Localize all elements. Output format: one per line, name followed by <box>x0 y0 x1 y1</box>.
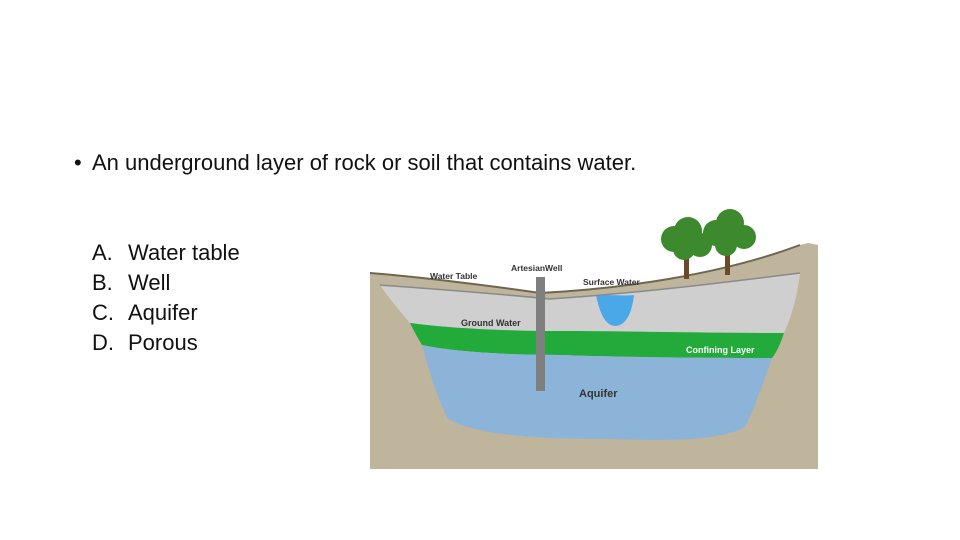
option-letter: D. <box>92 330 114 355</box>
label-water-table: Water Table <box>430 271 478 281</box>
question-text: An underground layer of rock or soil tha… <box>92 150 637 175</box>
aquifer-layer <box>422 345 772 440</box>
option-text: Water table <box>128 240 240 265</box>
label-artesian-well: ArtesianWell <box>511 263 562 273</box>
option-a[interactable]: A. Water table <box>92 238 240 268</box>
option-text: Well <box>128 270 171 295</box>
option-letter: C. <box>92 300 114 325</box>
option-b[interactable]: B. Well <box>92 268 240 298</box>
label-ground-water: Ground Water <box>461 318 521 328</box>
question: • An underground layer of rock or soil th… <box>74 148 636 178</box>
answer-options: A. Water table B. Well C. Aquifer D. Porous <box>92 238 240 358</box>
option-c[interactable]: C. Aquifer <box>92 298 240 328</box>
tree-right <box>703 209 756 275</box>
artesian-well <box>536 277 545 391</box>
option-text: Aquifer <box>128 300 198 325</box>
option-letter: B. <box>92 270 113 295</box>
label-surface-water: Surface Water <box>583 277 641 287</box>
ground-water-layer <box>380 273 800 333</box>
option-d[interactable]: D. Porous <box>92 328 240 358</box>
water-table-line <box>379 272 801 300</box>
label-confining-layer: Confining Layer <box>686 345 755 355</box>
aquifer-diagram: Water Table ArtesianWell Surface Water G… <box>369 209 818 469</box>
confining-layer <box>410 323 784 358</box>
tree-left <box>661 217 712 279</box>
bullet: • <box>74 150 82 175</box>
surface-water <box>596 295 634 326</box>
option-letter: A. <box>92 240 113 265</box>
option-text: Porous <box>128 330 198 355</box>
label-aquifer: Aquifer <box>579 388 618 400</box>
